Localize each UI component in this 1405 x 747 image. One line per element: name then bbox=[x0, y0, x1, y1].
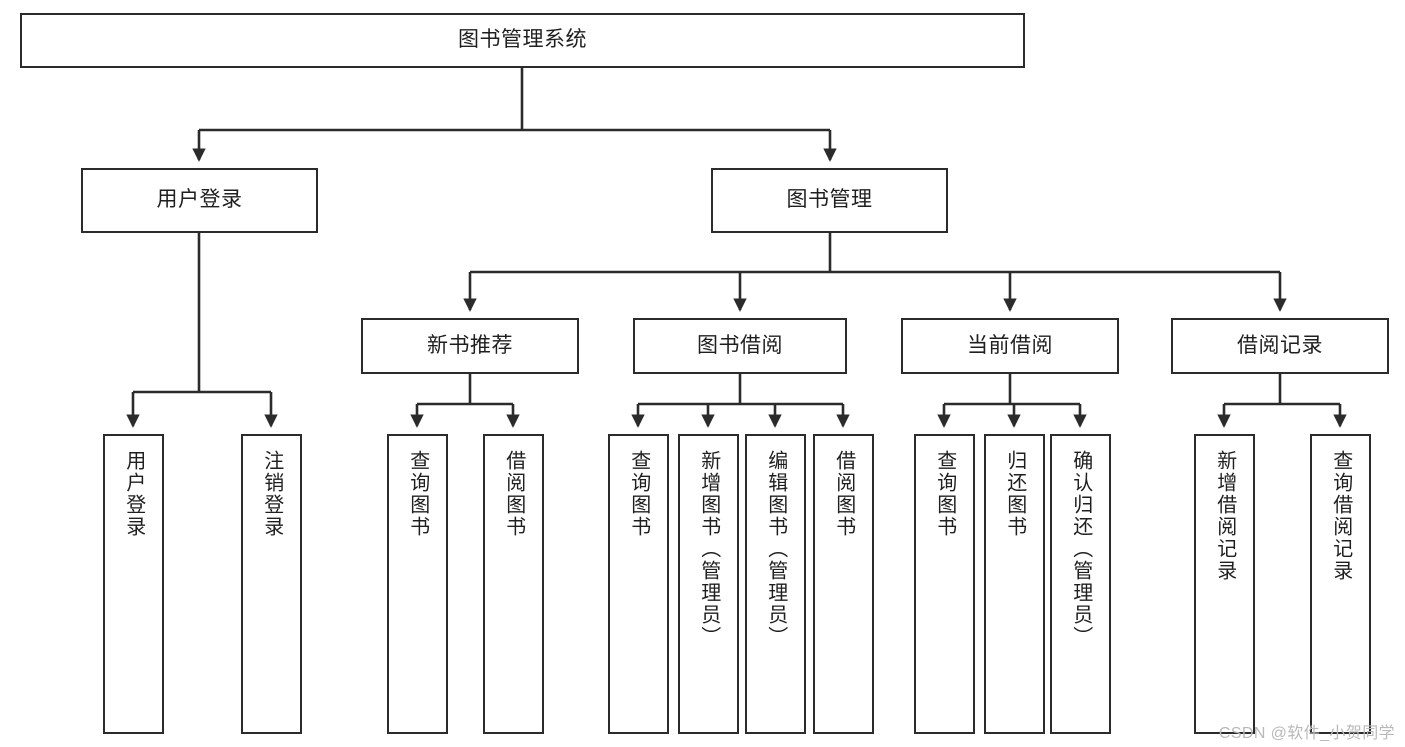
node-leaf-query-books-current[interactable]: 查询图书 bbox=[914, 434, 975, 734]
node-leaf-add-borrow-record[interactable]: 新增借阅记录 bbox=[1194, 434, 1255, 734]
node-branch-book-management-label: 图书管理 bbox=[786, 188, 873, 212]
node-leaf-add-book-admin-label: 新增图书（管理员） bbox=[697, 450, 720, 648]
node-root-label: 图书管理系统 bbox=[458, 28, 587, 52]
watermark: CSDN @软件_小贺同学 bbox=[1218, 725, 1395, 742]
node-leaf-query-books-current-label: 查询图书 bbox=[933, 450, 956, 538]
node-subbranch-borrow-records[interactable]: 借阅记录 bbox=[1171, 318, 1389, 374]
node-leaf-query-books-recommend-label: 查询图书 bbox=[406, 450, 429, 538]
node-leaf-user-login[interactable]: 用户登录 bbox=[103, 434, 164, 734]
node-leaf-query-borrow-record-label: 查询借阅记录 bbox=[1329, 450, 1352, 582]
node-leaf-edit-book-admin-label: 编辑图书（管理员） bbox=[764, 450, 787, 648]
node-leaf-borrow-books-recommend-label: 借阅图书 bbox=[502, 450, 525, 538]
node-leaf-user-login-label: 用户登录 bbox=[122, 450, 145, 538]
node-leaf-logout-label: 注销登录 bbox=[260, 450, 283, 538]
node-leaf-logout[interactable]: 注销登录 bbox=[241, 434, 302, 734]
node-leaf-query-borrow-record[interactable]: 查询借阅记录 bbox=[1310, 434, 1371, 734]
node-branch-book-management[interactable]: 图书管理 bbox=[711, 168, 948, 233]
node-leaf-return-books-label: 归还图书 bbox=[1003, 450, 1026, 538]
node-leaf-query-books-recommend[interactable]: 查询图书 bbox=[387, 434, 448, 734]
node-branch-user-login[interactable]: 用户登录 bbox=[81, 168, 318, 233]
node-branch-user-login-label: 用户登录 bbox=[156, 188, 243, 212]
node-subbranch-book-borrow[interactable]: 图书借阅 bbox=[633, 318, 847, 374]
node-leaf-query-books-borrow-label: 查询图书 bbox=[627, 450, 650, 538]
node-root[interactable]: 图书管理系统 bbox=[20, 13, 1025, 68]
node-leaf-return-books[interactable]: 归还图书 bbox=[984, 434, 1045, 734]
node-subbranch-current-borrow-label: 当前借阅 bbox=[967, 333, 1053, 357]
node-subbranch-borrow-records-label: 借阅记录 bbox=[1237, 333, 1323, 357]
node-leaf-borrow-books-recommend[interactable]: 借阅图书 bbox=[483, 434, 544, 734]
node-leaf-confirm-return-admin-label: 确认归还（管理员） bbox=[1069, 450, 1092, 648]
node-subbranch-new-book-recommend[interactable]: 新书推荐 bbox=[361, 318, 579, 374]
node-subbranch-new-book-recommend-label: 新书推荐 bbox=[427, 333, 513, 357]
node-leaf-add-borrow-record-label: 新增借阅记录 bbox=[1213, 450, 1236, 582]
node-leaf-borrow-books[interactable]: 借阅图书 bbox=[813, 434, 874, 734]
node-leaf-borrow-books-label: 借阅图书 bbox=[832, 450, 855, 538]
node-leaf-confirm-return-admin[interactable]: 确认归还（管理员） bbox=[1050, 434, 1111, 734]
node-leaf-add-book-admin[interactable]: 新增图书（管理员） bbox=[678, 434, 739, 734]
node-leaf-edit-book-admin[interactable]: 编辑图书（管理员） bbox=[745, 434, 806, 734]
node-subbranch-book-borrow-label: 图书借阅 bbox=[697, 333, 783, 357]
node-leaf-query-books-borrow[interactable]: 查询图书 bbox=[608, 434, 669, 734]
node-subbranch-current-borrow[interactable]: 当前借阅 bbox=[901, 318, 1119, 374]
